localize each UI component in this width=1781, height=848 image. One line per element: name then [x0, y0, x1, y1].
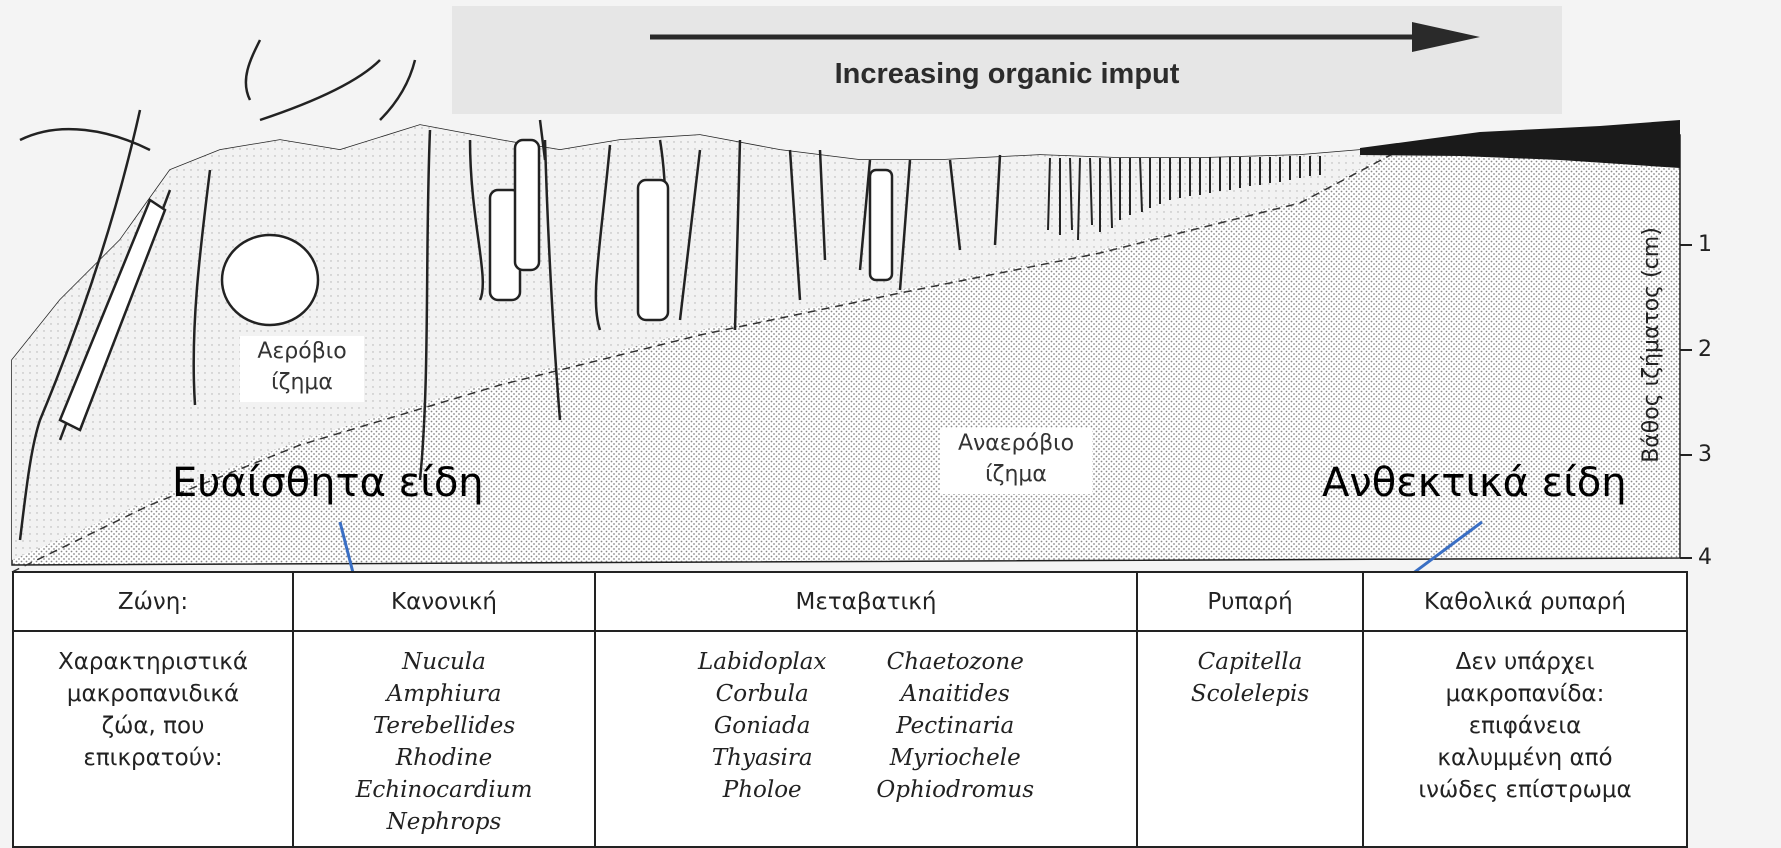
depth-axis-ticks	[1680, 245, 1692, 558]
aerobic-label-line1: Αερόβιο	[257, 339, 346, 364]
species-name: Thyasira	[698, 742, 826, 774]
zone-normal: Κανονική	[293, 572, 595, 631]
zone-row-header: Ζώνη:	[13, 572, 293, 631]
depth-axis-title: Βάθος ιζήματος (cm)	[1639, 195, 1664, 495]
aerobic-label: Αερόβιο ίζημα	[240, 336, 364, 402]
species-column-1: Labidoplax Corbula Goniada Thyasira Phol…	[698, 646, 826, 806]
species-transitional-columns: Labidoplax Corbula Goniada Thyasira Phol…	[596, 646, 1136, 806]
species-header-line: επικρατούν:	[14, 742, 292, 774]
species-name: Goniada	[698, 710, 826, 742]
species-header-line: μακροπανιδικά	[14, 678, 292, 710]
zone-row: Ζώνη: Κανονική Μεταβατική Ρυπαρή Καθολικ…	[13, 572, 1687, 631]
resistant-species-label: Ανθεκτικά είδη	[1322, 460, 1627, 506]
anaerobic-label: Αναερόβιο ίζημα	[940, 428, 1092, 494]
species-name: Corbula	[698, 678, 826, 710]
species-name: Scolelepis	[1138, 678, 1362, 710]
anaerobic-label-line2: ίζημα	[985, 462, 1047, 487]
zone-transitional: Μεταβατική	[595, 572, 1137, 631]
species-name: Nephrops	[294, 806, 594, 838]
no-macrofauna-line: μακροπανίδα:	[1364, 678, 1686, 710]
species-name: Terebellides	[294, 710, 594, 742]
species-name: Chaetozone	[876, 646, 1034, 678]
species-name: Myriochele	[876, 742, 1034, 774]
no-macrofauna-line: καλυμμένη από	[1364, 742, 1686, 774]
organic-input-arrow	[650, 22, 1480, 52]
species-name: Labidoplax	[698, 646, 826, 678]
depth-tick-2: 2	[1698, 337, 1712, 362]
species-header-line: ζώα, που	[14, 710, 292, 742]
species-name: Anaitides	[876, 678, 1034, 710]
depth-tick-1: 1	[1698, 232, 1712, 257]
species-name: Ophiodromus	[876, 774, 1034, 806]
species-column-2: Chaetozone Anaitides Pectinaria Myrioche…	[876, 646, 1034, 806]
anaerobic-label-line1: Αναερόβιο	[958, 431, 1074, 456]
no-macrofauna-line: Δεν υπάρχει	[1364, 646, 1686, 678]
species-row-header: Χαρακτηριστικά μακροπανιδικά ζώα, που επ…	[13, 631, 293, 847]
depth-tick-3: 3	[1698, 442, 1712, 467]
species-header-line: Χαρακτηριστικά	[14, 646, 292, 678]
species-transitional: Labidoplax Corbula Goniada Thyasira Phol…	[595, 631, 1137, 847]
species-name: Rhodine	[294, 742, 594, 774]
species-name: Echinocardium	[294, 774, 594, 806]
zone-grossly-polluted: Καθολικά ρυπαρή	[1363, 572, 1687, 631]
species-row: Χαρακτηριστικά μακροπανιδικά ζώα, που επ…	[13, 631, 1687, 847]
depth-tick-4: 4	[1698, 545, 1712, 570]
species-name: Nucula	[294, 646, 594, 678]
no-macrofauna-line: ινώδες επίστρωμα	[1364, 774, 1686, 806]
sensitive-species-label: Ευαίσθητα είδη	[172, 460, 484, 506]
species-normal: Nucula Amphiura Terebellides Rhodine Ech…	[293, 631, 595, 847]
no-macrofauna-line: επιφάνεια	[1364, 710, 1686, 742]
species-name: Capitella	[1138, 646, 1362, 678]
species-name: Pectinaria	[876, 710, 1034, 742]
zone-table: Ζώνη: Κανονική Μεταβατική Ρυπαρή Καθολικ…	[12, 571, 1688, 848]
species-polluted: Capitella Scolelepis	[1137, 631, 1363, 847]
aerobic-label-line2: ίζημα	[271, 370, 333, 395]
species-name: Amphiura	[294, 678, 594, 710]
species-grossly-polluted: Δεν υπάρχει μακροπανίδα: επιφάνεια καλυμ…	[1363, 631, 1687, 847]
zone-polluted: Ρυπαρή	[1137, 572, 1363, 631]
species-name: Pholoe	[698, 774, 826, 806]
